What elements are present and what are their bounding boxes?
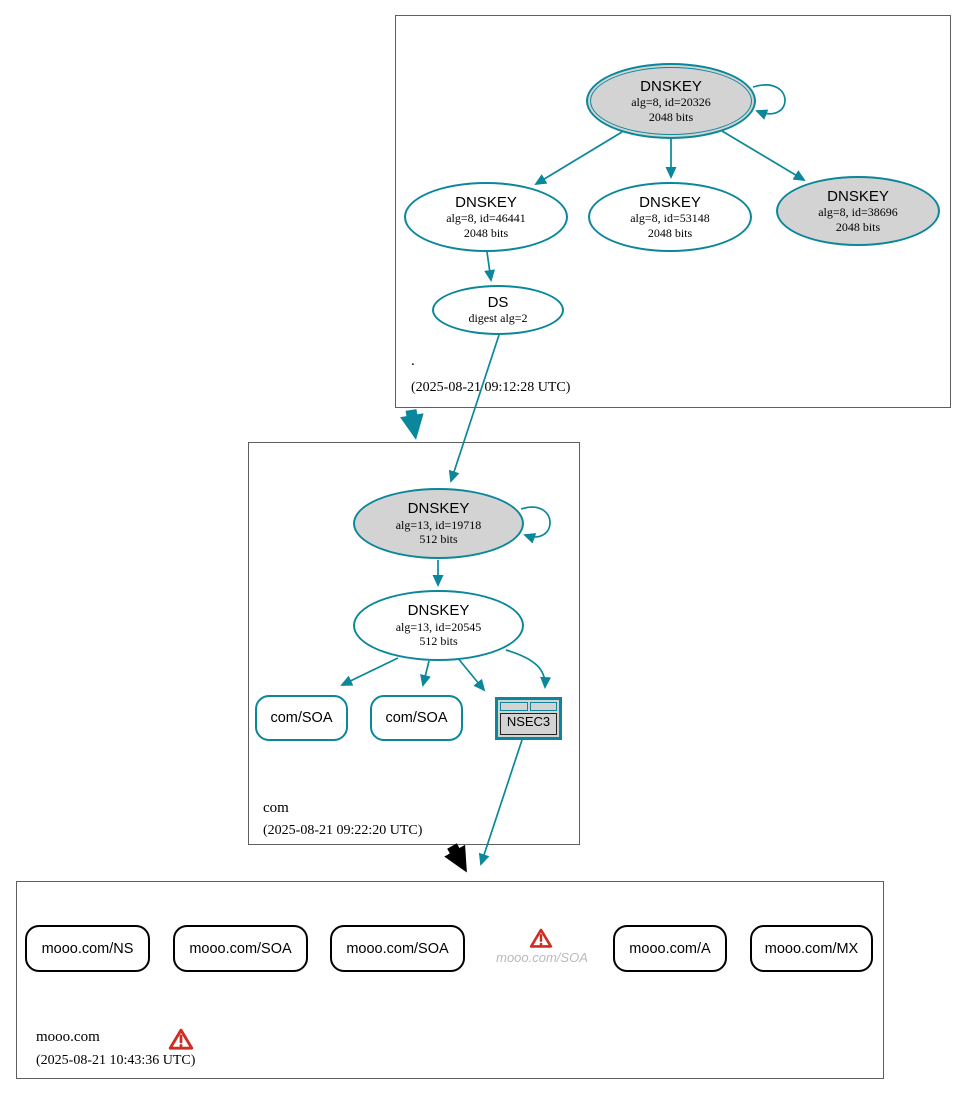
zone-box-mooo-com xyxy=(16,881,884,1079)
node-type-label: DNSKEY xyxy=(407,500,470,518)
rrset-node-mooo-mx[interactable]: mooo.com/MX xyxy=(750,925,873,972)
zone-timestamp-mooo: (2025-08-21 10:43:36 UTC) xyxy=(36,1053,196,1068)
edge-insecure-delegation-com-to-mooo xyxy=(444,843,467,873)
rrset-node-mooo-soa-1[interactable]: mooo.com/SOA xyxy=(173,925,308,972)
nsec3-node[interactable]: NSEC3 xyxy=(495,697,562,740)
rrset-node-com-soa-2[interactable]: com/SOA xyxy=(370,695,463,741)
rrset-node-mooo-soa-2[interactable]: mooo.com/SOA xyxy=(330,925,465,972)
dnskey-node-com-ksk-19718[interactable]: DNSKEY alg=13, id=19718 512 bits xyxy=(353,488,524,559)
node-bits-label: 2048 bits xyxy=(835,219,881,234)
node-detail-label: alg=8, id=38696 xyxy=(818,205,898,220)
zone-box-root xyxy=(395,15,951,408)
rrset-label: com/SOA xyxy=(270,710,333,726)
rrset-label: mooo.com/SOA xyxy=(346,940,449,957)
zone-timestamp-com: (2025-08-21 09:22:20 UTC) xyxy=(263,823,423,838)
nsec3-label: NSEC3 xyxy=(500,713,557,735)
zone-warning-icon[interactable] xyxy=(168,1028,194,1051)
zone-label-root: . xyxy=(411,353,415,369)
node-detail-label: alg=8, id=20326 xyxy=(631,95,711,110)
dnskey-node-46441[interactable]: DNSKEY alg=8, id=46441 2048 bits xyxy=(404,182,568,252)
warning-exclamation-dot xyxy=(539,942,543,946)
zone-timestamp-root: (2025-08-21 09:12:28 UTC) xyxy=(411,380,571,395)
nsec3-record-cells xyxy=(500,702,557,711)
rrset-label-mooo-soa-warned[interactable]: mooo.com/SOA xyxy=(496,950,588,965)
node-bits-label: 2048 bits xyxy=(463,225,509,240)
node-type-label: DNSKEY xyxy=(455,193,517,211)
rrset-node-mooo-ns[interactable]: mooo.com/NS xyxy=(25,925,150,972)
nsec3-record-cell xyxy=(500,702,528,711)
node-type-label: DNSKEY xyxy=(827,187,889,205)
node-detail-label: alg=8, id=53148 xyxy=(630,211,710,226)
rrset-node-com-soa-1[interactable]: com/SOA xyxy=(255,695,348,741)
dnskey-node-com-zsk-20545[interactable]: DNSKEY alg=13, id=20545 512 bits xyxy=(353,590,524,661)
node-type-label: DS xyxy=(487,294,509,312)
edge-secure-delegation-root-to-com xyxy=(400,409,424,440)
node-bits-label: 2048 bits xyxy=(647,225,693,240)
warning-exclamation-dot xyxy=(179,1044,183,1048)
node-bits-label: 512 bits xyxy=(419,532,458,547)
rrset-label: com/SOA xyxy=(385,710,448,726)
zone-label-com: com xyxy=(263,800,289,816)
node-detail-label: alg=8, id=46441 xyxy=(446,211,526,226)
nsec3-record-cell xyxy=(529,702,557,711)
rrset-node-mooo-a[interactable]: mooo.com/A xyxy=(613,925,727,972)
node-bits-label: 2048 bits xyxy=(648,109,694,124)
node-type-label: DNSKEY xyxy=(640,77,702,95)
rrset-label: mooo.com/NS xyxy=(41,940,134,957)
rrset-label: mooo.com/MX xyxy=(764,940,859,957)
node-type-label: DNSKEY xyxy=(407,602,470,620)
dnskey-node-53148[interactable]: DNSKEY alg=8, id=53148 2048 bits xyxy=(588,182,752,252)
rrset-label: mooo.com/A xyxy=(629,940,711,957)
warning-icon[interactable] xyxy=(529,928,553,949)
ds-node[interactable]: DS digest alg=2 xyxy=(432,285,564,335)
node-bits-label: 512 bits xyxy=(419,634,458,649)
node-type-label: DNSKEY xyxy=(639,193,701,211)
zone-box-com xyxy=(248,442,580,845)
rrset-label: mooo.com/SOA xyxy=(189,940,292,957)
zone-label-mooo: mooo.com xyxy=(36,1029,100,1045)
node-detail-label: alg=13, id=19718 xyxy=(395,517,482,532)
dnskey-node-ksk-20326[interactable]: DNSKEY alg=8, id=20326 2048 bits xyxy=(586,63,756,139)
node-detail-label: alg=13, id=20545 xyxy=(395,619,482,634)
node-detail-label: digest alg=2 xyxy=(468,311,528,326)
dnskey-node-38696[interactable]: DNSKEY alg=8, id=38696 2048 bits xyxy=(776,176,940,246)
